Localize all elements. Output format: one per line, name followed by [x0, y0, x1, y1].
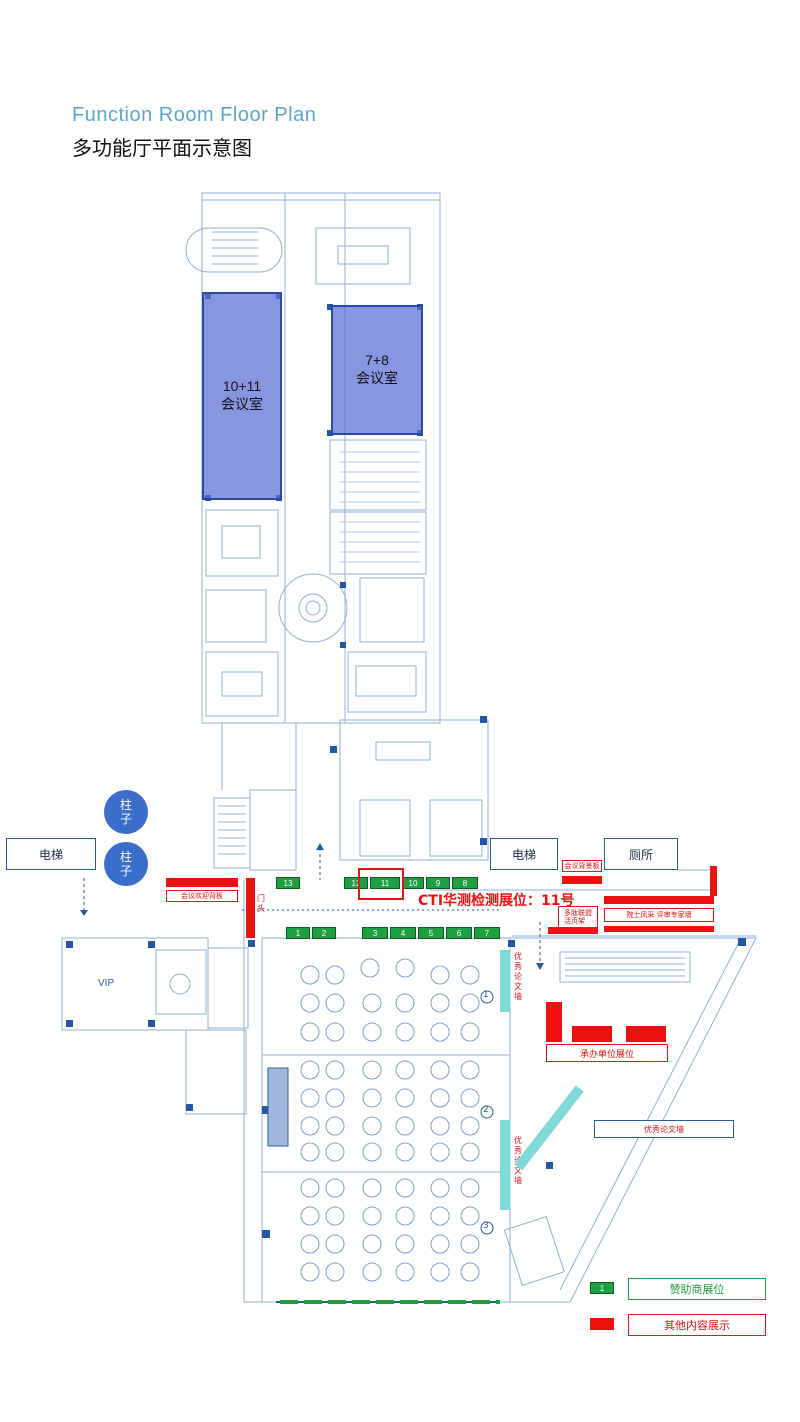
room-7-8-number: 7+8	[365, 352, 389, 368]
booth-9[interactable]: 9	[426, 877, 450, 889]
booth-1[interactable]: 1	[286, 927, 310, 939]
booth-4[interactable]: 4	[390, 927, 416, 939]
welcome-board-bar	[166, 878, 238, 887]
booth-11[interactable]: 11	[370, 877, 400, 889]
booth-13[interactable]: 13	[276, 877, 300, 889]
room-7-8[interactable]: 7+8 会议室	[331, 305, 423, 435]
legend-other-label: 其他内容展示	[628, 1314, 766, 1336]
elevator-left: 电梯	[6, 838, 96, 870]
booth-2[interactable]: 2	[312, 927, 336, 939]
room-10-11-number: 10+11	[222, 378, 262, 394]
hall-number-3: 3	[483, 1221, 489, 1231]
restroom: 厕所	[604, 838, 678, 870]
organizer-bar-2	[572, 1026, 612, 1042]
expert-wall-top-bar	[604, 896, 714, 904]
room-10-11-name: 会议室	[221, 396, 263, 412]
bottom-green-strip	[280, 1300, 500, 1304]
cti-booth-callout: CTI华测检测展位：11号	[418, 893, 575, 909]
booth-5[interactable]: 5	[418, 927, 444, 939]
cti-booth-highlight	[358, 868, 404, 900]
restroom-side-bar	[710, 866, 717, 896]
organizer-booth-label: 承办单位展位	[546, 1044, 668, 1062]
booth-8[interactable]: 8	[452, 877, 478, 889]
room-7-8-name: 会议室	[356, 370, 398, 386]
title-english: Function Room Floor Plan	[72, 104, 317, 126]
expert-wall-label: 院士风采 评审专家墙	[604, 908, 714, 922]
booth-3[interactable]: 3	[362, 927, 388, 939]
elevator-right: 电梯	[490, 838, 558, 870]
booth-10[interactable]: 10	[402, 877, 424, 889]
papers-wall-1-label: 优秀论文墙	[514, 952, 522, 1001]
papers-wall-h-label: 优秀论文墙	[594, 1120, 734, 1138]
pillar-1: 柱 子	[104, 790, 148, 834]
hall-number-2: 2	[483, 1105, 489, 1115]
papers-wall-2	[500, 1120, 510, 1210]
pillar-2: 柱 子	[104, 842, 148, 886]
welcome-board-label: 会议欢迎背板	[166, 890, 238, 902]
hall-number-1: 1	[483, 990, 489, 1000]
door-bar	[246, 878, 255, 938]
top-small-sign-bar	[562, 876, 602, 884]
booth-12[interactable]: 12	[344, 877, 368, 889]
expert-wall-bottom-bar	[604, 926, 714, 932]
papers-wall-1	[500, 950, 510, 1012]
top-small-sign: 会议背景板	[562, 860, 602, 872]
organizer-bar-3	[626, 1026, 666, 1042]
organizer-bar-1	[546, 1002, 562, 1042]
vip-room-label: VIP	[98, 978, 115, 989]
legend-other-marker	[590, 1318, 614, 1330]
legend-sponsor-marker: 1	[590, 1282, 614, 1294]
title-chinese: 多功能厅平面示意图	[72, 136, 252, 160]
door-label: 门头	[257, 894, 265, 913]
room-10-11[interactable]: 10+11 会议室	[202, 292, 282, 500]
booth-6[interactable]: 6	[446, 927, 472, 939]
legend-sponsor-label: 赞助商展位	[628, 1278, 766, 1300]
small-sign-2-bar	[548, 927, 598, 934]
booth-7[interactable]: 7	[474, 927, 500, 939]
